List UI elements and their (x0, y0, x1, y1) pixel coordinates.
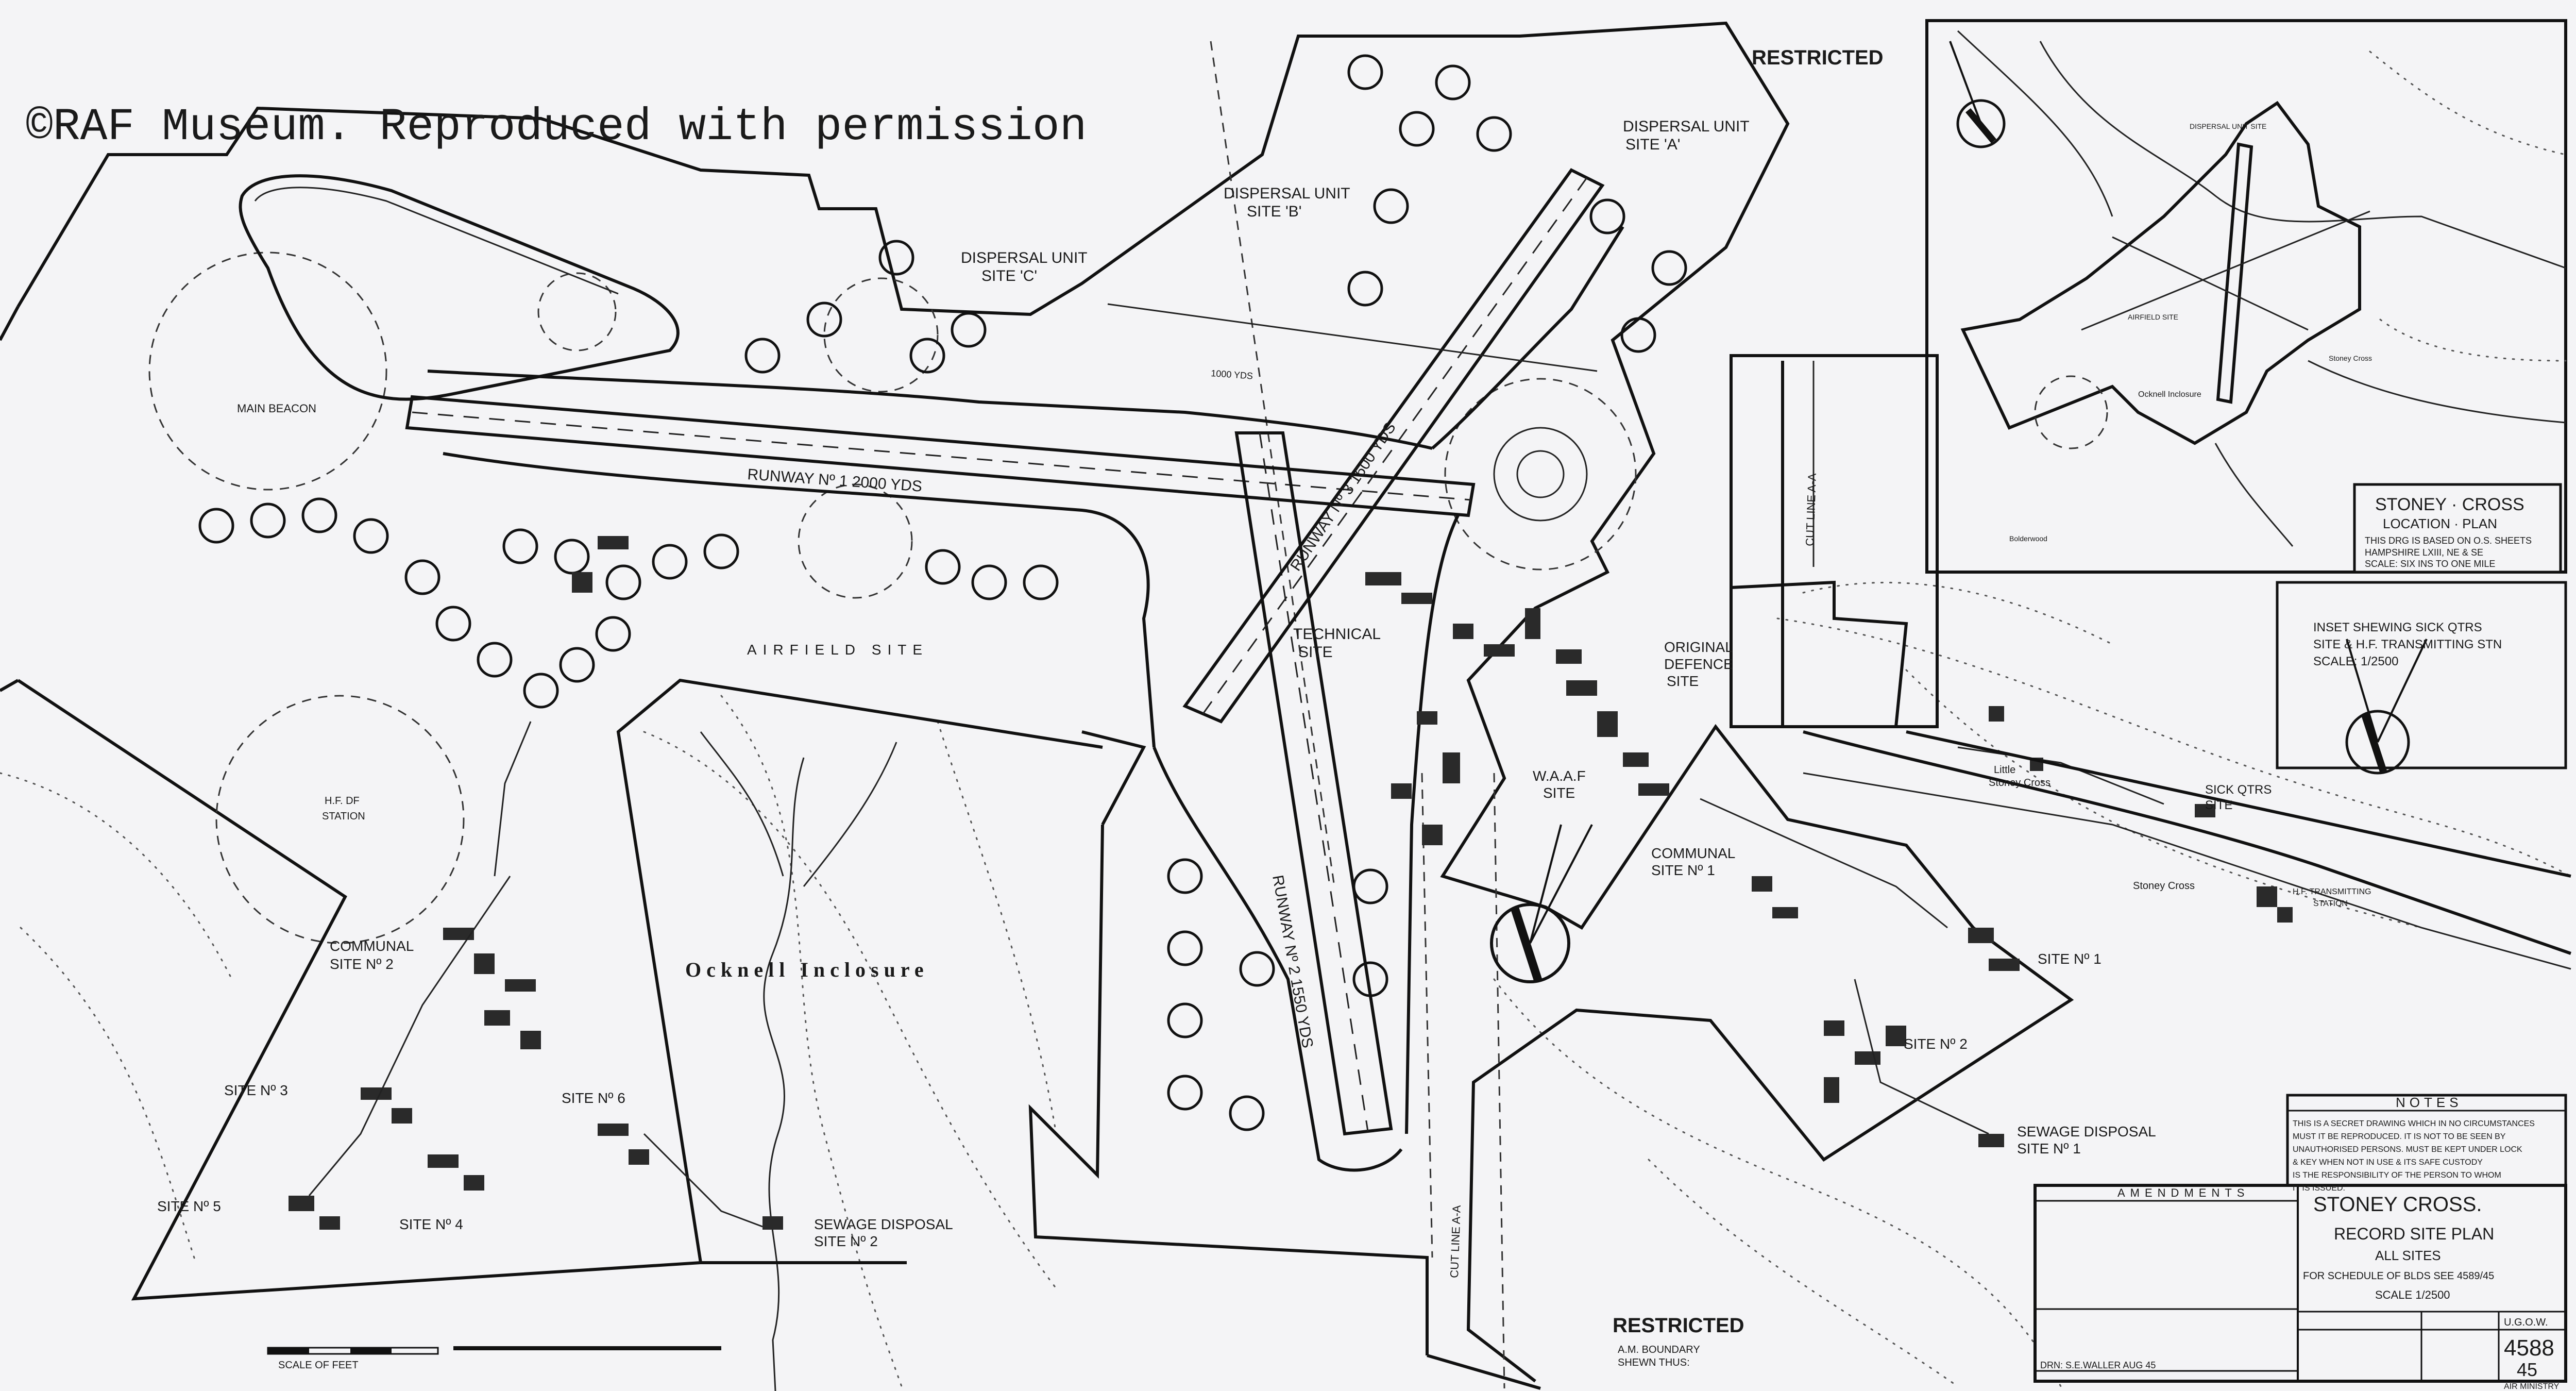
airfield-runways (239, 168, 1624, 1172)
title-all-sites: ALL SITES (2375, 1248, 2441, 1263)
location-plan-subtitle: LOCATION · PLAN (2383, 516, 2497, 531)
location-plan-stoney-cross: Stoney Cross (2329, 354, 2372, 362)
location-plan-note-3: SCALE: SIX INS TO ONE MILE (2365, 559, 2495, 569)
watermark: ©RAF Museum. Reproduced with permission (26, 102, 1087, 153)
site-5-label: SITE Nº 5 (157, 1198, 221, 1214)
technical-site-sub: SITE (1298, 644, 1333, 661)
original-defence-2: DEFENCE (1664, 656, 1733, 672)
site-1-label: SITE Nº 1 (2038, 951, 2102, 967)
amendments-heading: AMENDMENTS (2117, 1186, 2249, 1199)
am-boundary-label: A.M. BOUNDARY (1618, 1344, 1700, 1355)
notes-line-4: & KEY WHEN NOT IN USE & ITS SAFE CUSTODY (2293, 1158, 2483, 1167)
title-ugow: U.G.O.W. (2504, 1317, 2548, 1328)
location-plan-bolderwood: Bolderwood (2009, 534, 2047, 543)
cut-line (1210, 41, 1505, 1389)
site-roads (308, 721, 2571, 1228)
little-stoney-label: Little (1994, 764, 2015, 776)
air-ministry: AIR MINISTRY (2504, 1382, 2560, 1391)
communal-2-site: SITE Nº 2 (330, 956, 394, 972)
dispersal-c-label: DISPERSAL UNIT (961, 249, 1088, 266)
site-6-label: SITE Nº 6 (562, 1090, 625, 1106)
beacon-circles (148, 252, 1637, 944)
stoney-cross-place: Stoney Cross (2133, 880, 2195, 892)
location-plan-airfield: AIRFIELD SITE (2128, 313, 2178, 321)
location-plan-note-2: HAMPSHIRE LXIII, NE & SE (2365, 547, 2483, 558)
notes-line-2: MUST IT BE REPRODUCED. IT IS NOT TO BE S… (2293, 1132, 2506, 1141)
site-4-label: SITE Nº 4 (399, 1216, 463, 1232)
dispersal-a-site: SITE 'A' (1625, 136, 1680, 153)
dispersal-b-site: SITE 'B' (1247, 203, 1301, 220)
drawing-year: 45 (2517, 1359, 2537, 1380)
north-arrow-main (1490, 824, 1593, 983)
notes-line-1: THIS IS A SECRET DRAWING WHICH IN NO CIR… (2293, 1119, 2535, 1128)
airfield-site-label: AIRFIELD SITE (747, 642, 928, 658)
cut-line-label: CUT LINE A-A (1448, 1205, 1463, 1279)
stream (763, 757, 805, 1391)
notes-line-5: IS THE RESPONSIBILITY OF THE PERSON TO W… (2293, 1171, 2501, 1180)
location-plan-title: STONEY · CROSS (2375, 495, 2524, 514)
sewage-1-site: SITE Nº 1 (2017, 1141, 2081, 1157)
hf-transmitting-station: STATION (2313, 899, 2348, 908)
restricted-top: RESTRICTED (1752, 46, 1884, 69)
dispersal-pans (198, 54, 1687, 1131)
am-boundary-sub: SHEWN THUS: (1618, 1357, 1690, 1368)
title-block (2033, 1094, 2567, 1383)
dispersal-c-site: SITE 'C' (981, 267, 1037, 284)
little-stoney-cross: Stoney Cross (1989, 777, 2050, 789)
communal-2-label: COMMUNAL (330, 938, 414, 954)
hf-df-label: H.F. DF (325, 795, 360, 807)
title-scale: SCALE 1/2500 (2375, 1288, 2450, 1301)
notes-line-3: UNAUTHORISED PERSONS. MUST BE KEPT UNDER… (2293, 1145, 2522, 1154)
north-arrow-location (1949, 41, 2006, 148)
sewage-2-site: SITE Nº 2 (814, 1233, 878, 1249)
original-defence-1: ORIGINAL (1664, 639, 1733, 655)
cut-line-inset-label: CUT LINE A-A (1803, 473, 1819, 547)
sick-qtrs-label: SICK QTRS (2205, 783, 2272, 797)
title-stoney-cross: STONEY CROSS. (2313, 1193, 2482, 1216)
drawing-number: 4588 (2504, 1335, 2554, 1361)
drawn-by: DRN: S.E.WALLER AUG 45 (2040, 1360, 2156, 1370)
north-arrow-inset (2345, 639, 2428, 775)
stream-branch (700, 731, 784, 877)
sick-quarters-inset (1730, 354, 2571, 955)
location-plan-note-1: THIS DRG IS BASED ON O.S. SHEETS (2365, 535, 2532, 546)
title-schedule: FOR SCHEDULE OF BLDS SEE 4589/45 (2303, 1270, 2494, 1282)
notes-heading: NOTES (2396, 1095, 2463, 1110)
dispersal-a-label: DISPERSAL UNIT (1623, 118, 1750, 135)
site-3-label: SITE Nº 3 (224, 1082, 288, 1098)
notes-line-6: IT IS ISSUED. (2293, 1184, 2345, 1193)
location-plan-dispersal: DISPERSAL UNIT SITE (2190, 122, 2266, 130)
sewage-2-label: SEWAGE DISPOSAL (814, 1216, 953, 1232)
communal-1-label: COMMUNAL (1651, 845, 1735, 861)
am-boundary (0, 21, 2074, 1390)
site-2-label: SITE Nº 2 (1904, 1036, 1968, 1052)
ocknell-inclosure-label: Ocknell Inclosure (685, 958, 929, 981)
location-plan-inset (1925, 19, 2567, 574)
inset-note-2: SITE & H.F. TRANSMITTING STN (2313, 638, 2502, 651)
waaf-label: W.A.A.F (1533, 768, 1586, 784)
dispersal-b-label: DISPERSAL UNIT (1224, 185, 1350, 202)
terrain-contours (0, 581, 2572, 1387)
title-record-site-plan: RECORD SITE PLAN (2334, 1225, 2494, 1243)
location-plan-ocknell: Ocknell Inclosure (2138, 390, 2201, 399)
communal-1-site: SITE Nº 1 (1651, 862, 1715, 878)
inset-note-3: SCALE: 1/2500 (2313, 655, 2398, 668)
restricted-bottom: RESTRICTED (1613, 1314, 1744, 1337)
building-blocks (289, 536, 2293, 1230)
scale-of-feet-label: SCALE OF FEET (278, 1360, 359, 1371)
sick-qtrs-site: SITE (2205, 798, 2232, 812)
hf-df-station: STATION (322, 811, 365, 822)
scale-bar (267, 1346, 721, 1355)
sewage-1-label: SEWAGE DISPOSAL (2017, 1124, 2156, 1139)
technical-site-label: TECHNICAL (1293, 626, 1381, 643)
stream-branch-2 (803, 742, 897, 887)
waaf-site: SITE (1543, 785, 1575, 801)
inset-note-1: INSET SHEWING SICK QTRS (2313, 621, 2482, 634)
main-beacon-label: MAIN BEACON (237, 402, 316, 415)
original-defence-3: SITE (1667, 673, 1699, 689)
hf-transmitting-label: H.F. TRANSMITTING (2293, 887, 2371, 896)
